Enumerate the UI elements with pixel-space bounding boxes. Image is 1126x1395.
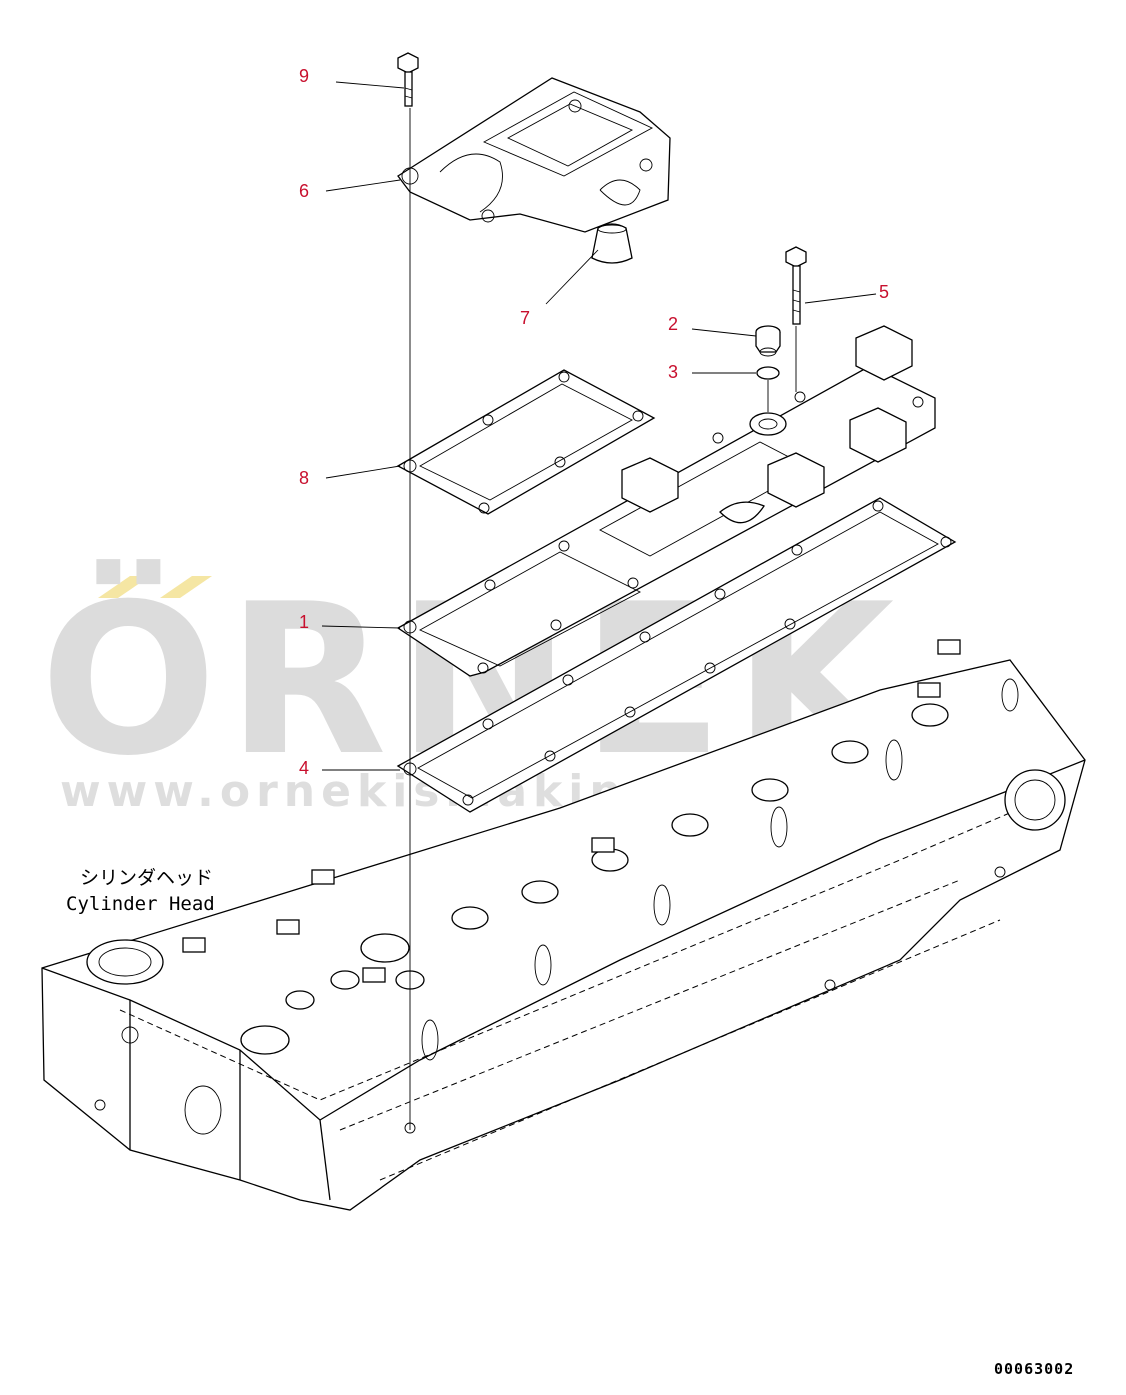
watermark-accent-right (160, 576, 212, 598)
callout-6: 6 (299, 181, 309, 201)
cylinder-head-caption: シリンダヘッド Cylinder Head (66, 867, 215, 915)
callout-2: 2 (668, 314, 678, 334)
callout-9: 9 (299, 66, 309, 86)
drawing-number: 00063002 (994, 1360, 1074, 1378)
callout-5: 5 (879, 282, 889, 302)
cylinder-head-deck-edge (41, 759, 1086, 1121)
cap-7 (591, 223, 633, 264)
gasket-8 (396, 369, 656, 515)
bolt-9 (397, 52, 419, 107)
callout-3: 3 (668, 362, 678, 382)
leader-lines (321, 81, 877, 771)
cylinder-head-body (41, 659, 1086, 1211)
breather-housing-6 (397, 77, 671, 233)
cylinder-head (41, 639, 1086, 1211)
callout-1: 1 (299, 612, 309, 632)
o-ring-3 (756, 366, 780, 380)
callout-4: 4 (299, 758, 309, 778)
callout-8: 8 (299, 468, 309, 488)
rocker-cover-1 (396, 325, 936, 677)
gasket-4 (396, 497, 957, 813)
caption-japanese: シリンダヘッド (80, 867, 213, 889)
bolt-5 (785, 246, 807, 325)
watermark-accent-left (98, 576, 150, 598)
callout-numbers: 9 6 7 5 2 3 8 1 4 (299, 66, 889, 778)
plug-2 (755, 325, 781, 357)
caption-english: Cylinder Head (66, 893, 215, 915)
callout-7: 7 (520, 308, 530, 328)
